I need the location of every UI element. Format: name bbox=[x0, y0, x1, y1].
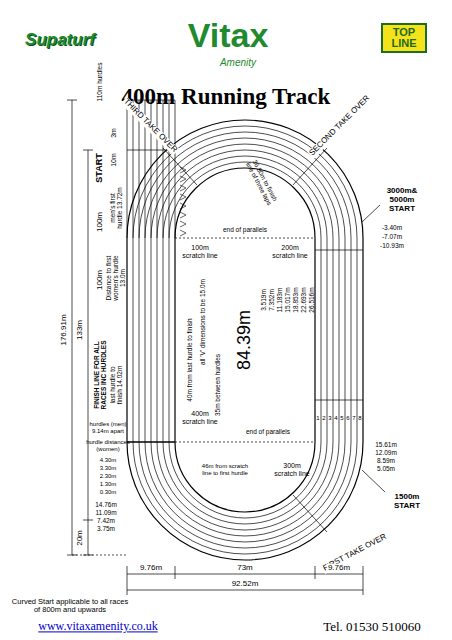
dimension-label: 3.30m bbox=[100, 465, 117, 472]
hurdle-mark bbox=[180, 212, 186, 218]
dimension-label: 400m scratch line bbox=[180, 410, 220, 425]
lane-line bbox=[175, 100, 176, 238]
dimension-label: 3.75m bbox=[97, 525, 115, 532]
hurdle-mark bbox=[180, 221, 186, 227]
dimension-label: Curved Start applicable to all races of … bbox=[10, 598, 130, 615]
dimension-label: 100m bbox=[96, 212, 105, 232]
brand-logo: TOP LINE bbox=[381, 23, 427, 53]
dimension-label: 3000m& 5000m START bbox=[377, 187, 427, 213]
dimension-label: 46m from scratch line to first hurdle bbox=[199, 463, 251, 476]
dimension-label: -10.93m bbox=[380, 242, 404, 249]
dimension-label: last hurdle to finish 14.02m bbox=[109, 363, 123, 407]
dimension-label: 1500m START bbox=[387, 493, 427, 511]
hurdle-mark bbox=[180, 194, 186, 200]
dimension-label: hurdle distances (women) bbox=[86, 439, 130, 452]
dimension-label: 84.39m bbox=[235, 310, 255, 370]
dimension-label: 26.516m bbox=[308, 287, 315, 312]
dimension-label: 15.61m bbox=[375, 441, 397, 448]
footer-text: Tel. 01530 510060 bbox=[323, 620, 421, 634]
footer-text: www.vitaxamenity.co.uk bbox=[38, 620, 157, 633]
page-title: 400m Running Track bbox=[122, 84, 331, 109]
dimension-label: 6 bbox=[346, 415, 349, 422]
dimension-label: 133m bbox=[76, 319, 85, 341]
lane-line bbox=[157, 150, 333, 530]
lane-line bbox=[163, 100, 164, 238]
brand-logo: Vitax bbox=[188, 17, 269, 54]
dimension-label: 3m bbox=[110, 128, 118, 138]
dimension-label: end of parallels bbox=[223, 226, 267, 233]
lane-line bbox=[139, 132, 351, 548]
hurdle-mark bbox=[180, 230, 186, 236]
hurdle-mark bbox=[180, 167, 186, 173]
lane-line bbox=[169, 100, 170, 238]
lane-line bbox=[127, 100, 128, 238]
dimension-label: 20m bbox=[76, 529, 85, 547]
lane-line bbox=[151, 144, 339, 536]
dimension-label: 14.76m bbox=[95, 501, 117, 508]
dimension-label: 18.853m bbox=[292, 287, 299, 312]
dimension-label: 4 bbox=[334, 415, 337, 422]
dimension-label: 100m bbox=[96, 270, 105, 290]
dimension-label: 73m bbox=[236, 564, 254, 573]
dimension-label: 92.52m bbox=[231, 580, 260, 589]
dimension-label: 5.05m bbox=[377, 465, 395, 472]
dimension-label: 176.91m bbox=[60, 313, 69, 346]
dimension-label: 3 bbox=[328, 415, 331, 422]
dimension-label: 100m scratch line bbox=[180, 244, 220, 259]
dimension-label: 3.519m bbox=[260, 289, 267, 311]
dimension-label: -7.07m bbox=[382, 233, 402, 240]
dimension-label: 22.693m bbox=[300, 287, 307, 312]
dimension-label: 9.76m bbox=[327, 564, 351, 573]
dimension-label: end of parallels bbox=[246, 428, 290, 435]
lane-line bbox=[127, 120, 363, 560]
dimension-label: 200m scratch line bbox=[270, 244, 310, 259]
dimension-label: 1 bbox=[316, 415, 319, 422]
dimension-label: 11.183m bbox=[276, 288, 283, 313]
dimension-label: 40m from last hurdle to finish bbox=[186, 318, 193, 401]
dimension-label: men's first hurdle 13.72m bbox=[109, 187, 123, 229]
dimension-label: 300m scratch line bbox=[272, 462, 312, 477]
lane-line bbox=[133, 100, 134, 238]
dimension-label: 8 bbox=[358, 415, 361, 422]
dimension-label: hurdles (men) 9.14m apart bbox=[86, 421, 130, 434]
dimension-label: 2 bbox=[322, 415, 325, 422]
dimension-label: 4.30m bbox=[100, 457, 117, 464]
dimension-label: 15.017m bbox=[284, 287, 291, 312]
brand-logo: Supaturf bbox=[25, 31, 95, 50]
dimension-label: all 'V' dimensions to be 15.0m bbox=[199, 279, 206, 365]
dimension-label: FINISH LINE FOR ALL RACES INC HURDLES bbox=[93, 335, 107, 415]
dimension-label: 2.30m bbox=[100, 473, 117, 480]
lane-line bbox=[145, 138, 345, 542]
hurdle-mark bbox=[180, 176, 186, 182]
brand-logo: Amenity bbox=[220, 57, 256, 68]
dimension-label: 7.352m bbox=[268, 289, 275, 311]
dimension-label: 35m between hurdles bbox=[214, 354, 221, 416]
dimension-label: 5 bbox=[340, 415, 343, 422]
dimension-label: 110m hurdles bbox=[96, 63, 103, 102]
dimension-label: 12.09m bbox=[375, 449, 397, 456]
dimension-label: 7.42m bbox=[97, 517, 115, 524]
dimension-label: 10m bbox=[110, 153, 118, 167]
dimension-label: Distance to first women's hurdle 13.0m bbox=[105, 255, 126, 301]
lane-line bbox=[133, 126, 357, 554]
hurdle-mark bbox=[180, 203, 186, 209]
dimension-label: 1.30m bbox=[100, 481, 117, 488]
lane-line bbox=[175, 168, 315, 512]
dimension-label: 7 bbox=[352, 415, 355, 422]
lane-line bbox=[169, 162, 321, 518]
dimension-label: 0.30m bbox=[100, 489, 117, 496]
dimension-label: START bbox=[95, 153, 105, 182]
dimension-label: 9.76m bbox=[139, 564, 163, 573]
dimension-label: 8.59m bbox=[377, 457, 395, 464]
dimension-label: 11.09m bbox=[95, 509, 116, 516]
dimension-label: -3.40m bbox=[382, 224, 402, 231]
hurdle-mark bbox=[180, 185, 186, 191]
lane-line bbox=[163, 156, 327, 524]
